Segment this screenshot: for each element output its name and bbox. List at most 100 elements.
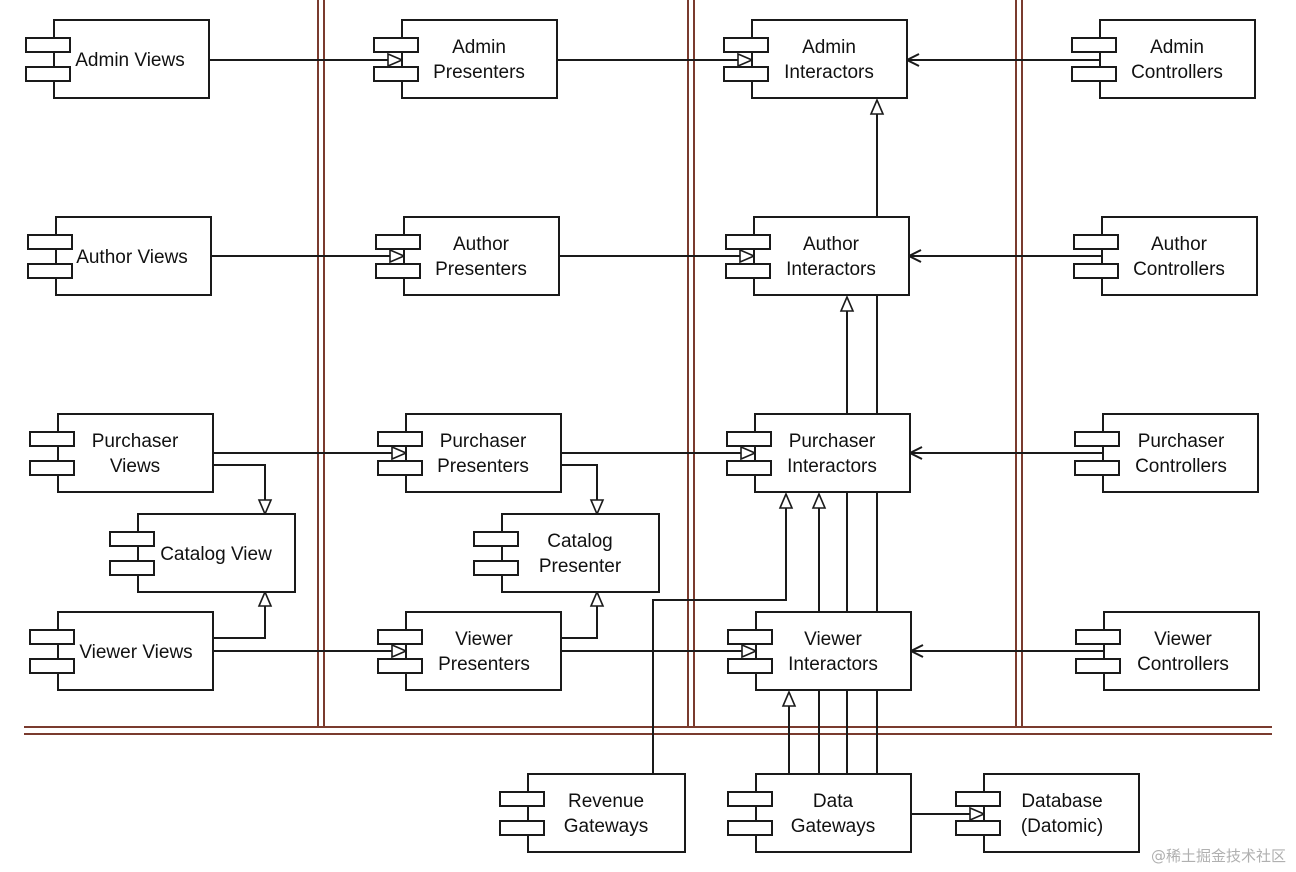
data-gateways-label-line-1: Data (813, 791, 854, 812)
admin-controllers-box (1099, 19, 1256, 99)
purchaser-controllers-tab-top (1074, 431, 1120, 447)
author-presenters-label-line-2: Presenters (435, 259, 527, 280)
purchaser-interactors-tab-bottom (726, 460, 772, 476)
catalog-view-tab-bottom (109, 560, 155, 576)
admin-presenters-label-line-1: Admin (452, 37, 506, 58)
author-views-box (55, 216, 212, 296)
author-views-tab-bottom (27, 263, 73, 279)
database-tab-bottom (955, 820, 1001, 836)
database-label-line-1: Database (1021, 791, 1102, 812)
viewer-presenters-label-line-1: Viewer (455, 629, 513, 650)
author-controllers-tab-bottom (1073, 263, 1119, 279)
author-views-tab-top (27, 234, 73, 250)
purchaser-presenters-to-catalog-presenter-arrow (561, 464, 598, 500)
catalog-presenter-box (501, 513, 660, 593)
data-gateways-tab-top (727, 791, 773, 807)
catalog-presenter-label-line-2: Presenter (539, 556, 622, 577)
author-interactors-arrowhead (739, 248, 757, 264)
admin-views-box (53, 19, 210, 99)
components: Admin ViewsAdminPresentersAdminInteracto… (25, 19, 1260, 853)
revenue-gateways-to-purchaser-interactors-arrow (652, 508, 787, 774)
purchaser-views-tab-top (29, 431, 75, 447)
viewer-interactors-label-line-2: Interactors (788, 654, 878, 675)
viewer-controllers-label-line-2: Controllers (1137, 654, 1229, 675)
admin-interactors-tab-top (723, 37, 769, 53)
purchaser-presenters-tab-top (377, 431, 423, 447)
admin-presenters-tab-bottom (373, 66, 419, 82)
author-interactors-label-line-1: Author (803, 234, 860, 255)
revenue-to-purchaser-arrowhead (778, 491, 794, 509)
data-to-author-arrowhead (839, 294, 855, 312)
database-box (983, 773, 1140, 853)
purchaser-interactors-arrowhead (740, 445, 758, 461)
database-label-line-2: (Datomic) (1021, 816, 1103, 837)
admin-interactors-tab-bottom (723, 66, 769, 82)
data-gateways-box (755, 773, 912, 853)
catalog-presenter-tab-bottom (473, 560, 519, 576)
catalog-view-label-line-1: Catalog View (160, 544, 272, 565)
revenue-gateways-box (527, 773, 686, 853)
admin-views-label-line-1: Admin Views (75, 50, 184, 71)
viewer-interactors-box (755, 611, 912, 691)
catalog-view-tab-top (109, 531, 155, 547)
catalog-view-component: Catalog View (109, 513, 296, 593)
admin-interactors-label-line-1: Admin (802, 37, 856, 58)
purchaser-interactors-tab-top (726, 431, 772, 447)
admin-views-component: Admin Views (25, 19, 210, 99)
author-presenters-tab-top (375, 234, 421, 250)
author-interactors-tab-top (725, 234, 771, 250)
viewer-presenters-arrowhead (391, 643, 409, 659)
admin-presenters-box (401, 19, 558, 99)
viewer-controllers-tab-bottom (1075, 658, 1121, 674)
purchaser-views-label-line-1: Purchaser (92, 431, 179, 452)
author-presenters-tab-bottom (375, 263, 421, 279)
catalog-presenter-label-line-1: Catalog (547, 531, 613, 552)
admin-presenters-label-line-2: Presenters (433, 62, 525, 83)
admin-controllers-tab-bottom (1071, 66, 1117, 82)
author-controllers-box (1101, 216, 1258, 296)
catalog-presenter-bottom-arrowhead (589, 589, 605, 607)
author-interactors-label-line-2: Interactors (786, 259, 876, 280)
author-presenters-label-line-1: Author (453, 234, 510, 255)
purchaser-views-label-line-2: Views (110, 456, 160, 477)
watermark: @稀土掘金技术社区 (1150, 847, 1286, 865)
purchaser-presenters-label-line-1: Purchaser (440, 431, 527, 452)
viewer-views-to-catalog-view-arrow (213, 606, 266, 639)
viewer-views-label-line-1: Viewer Views (79, 642, 192, 663)
admin-controllers-label-line-2: Controllers (1131, 62, 1223, 83)
admin-controllers-label-line-1: Admin (1150, 37, 1204, 58)
viewer-interactors-tab-top (727, 629, 773, 645)
catalog-view-box (137, 513, 296, 593)
author-interactors-tab-bottom (725, 263, 771, 279)
purchaser-interactors-label-line-1: Purchaser (789, 431, 876, 452)
database-tab-top (955, 791, 1001, 807)
author-interactors-box (753, 216, 910, 296)
viewer-presenters-tab-top (377, 629, 423, 645)
author-views-label-line-1: Author Views (76, 247, 188, 268)
admin-interactors-arrowhead (737, 52, 755, 68)
revenue-gateways-tab-top (499, 791, 545, 807)
catalog-view-top-arrowhead (257, 499, 273, 517)
admin-views-tab-bottom (25, 66, 71, 82)
admin-views-tab-top (25, 37, 71, 53)
viewer-controllers-tab-top (1075, 629, 1121, 645)
viewer-presenters-tab-bottom (377, 658, 423, 674)
viewer-views-tab-top (29, 629, 75, 645)
viewer-presenters-box (405, 611, 562, 691)
catalog-presenter-tab-top (473, 531, 519, 547)
data-gateways-label-line-2: Gateways (791, 816, 875, 837)
purchaser-views-tab-bottom (29, 460, 75, 476)
viewer-views-tab-bottom (29, 658, 75, 674)
purchaser-controllers-box (1102, 413, 1259, 493)
